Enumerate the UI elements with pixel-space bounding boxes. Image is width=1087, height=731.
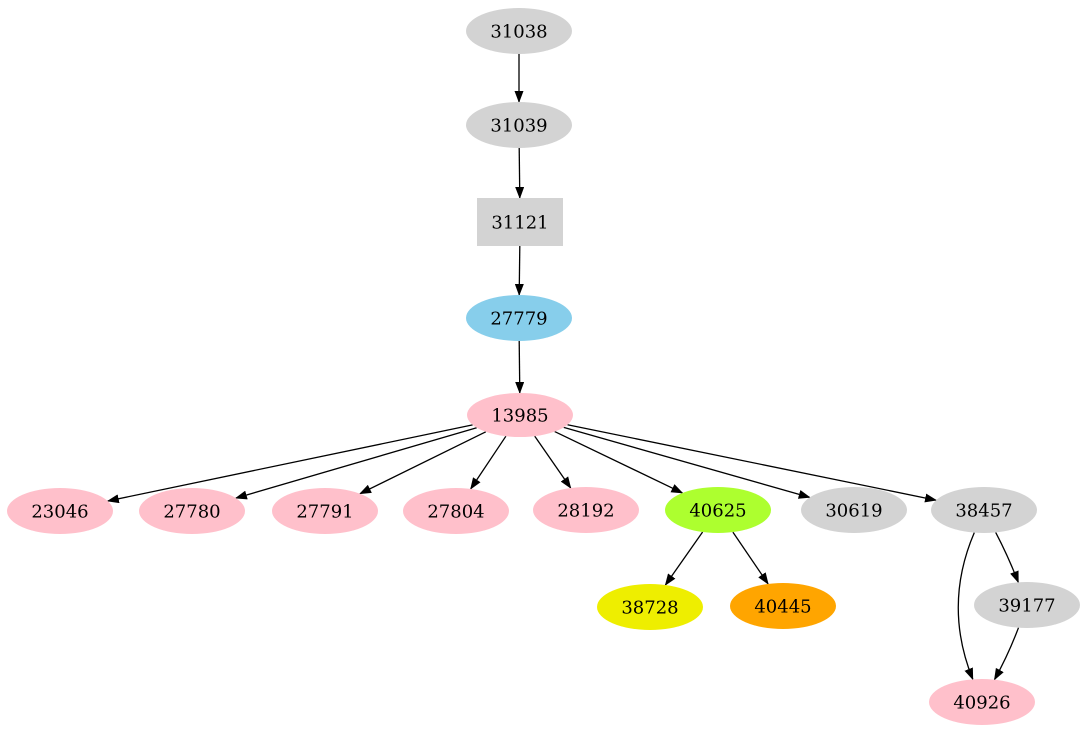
node-40625-label: 40625 [689,501,746,522]
node-28192-shape [533,487,639,533]
edge-13985-28192 [534,435,572,489]
node-31121-label: 31121 [491,213,548,234]
edge-13985-27791 [359,431,487,495]
node-40625-shape [665,487,771,533]
node-30619: 30619 [801,487,907,533]
node-13985-shape [467,393,573,437]
node-38457-shape [931,487,1037,533]
node-31121: 31121 [477,198,563,246]
node-layer: 31038 31039 31121 27779 13985 23046 27780 27791… [7,8,1080,725]
node-30619-shape [801,487,907,533]
node-27791-shape [272,488,378,534]
node-38728: 38728 [597,584,703,630]
node-38728-label: 38728 [621,598,678,619]
node-23046-shape [7,488,113,534]
edge-13985-27780 [234,427,477,500]
edge-40625-40445 [732,531,769,585]
edge-13985-27804 [470,435,507,490]
node-23046: 23046 [7,488,113,534]
edge-39177-40926 [993,627,1020,681]
edge-40625-38728 [664,531,704,586]
node-27791-label: 27791 [296,502,353,523]
node-40926: 40926 [929,679,1035,725]
edge-31121-27779 [514,245,524,296]
node-40445-label: 40445 [754,597,811,618]
node-31038: 31038 [466,8,572,54]
edge-31039-31121 [515,147,525,199]
node-31039-label: 31039 [490,116,547,137]
edge-38457-39177 [995,532,1019,584]
edge-38457-40926 [957,532,975,681]
node-40926-shape [929,679,1035,725]
node-38728-shape [597,584,703,630]
node-23046-label: 23046 [31,502,88,523]
node-13985: 13985 [467,393,573,437]
node-13985-label: 13985 [491,406,548,427]
edge-13985-38457 [567,424,938,503]
node-38457: 38457 [931,487,1037,533]
node-39177: 39177 [974,582,1080,628]
node-39177-label: 39177 [998,596,1055,617]
node-40926-label: 40926 [953,693,1010,714]
node-27780: 27780 [139,488,245,534]
node-31039: 31039 [466,102,572,148]
edge-13985-30619 [563,426,811,499]
node-27779-shape [466,295,572,341]
edge-13985-40625 [554,431,684,494]
node-27804-label: 27804 [427,502,484,523]
node-27780-label: 27780 [163,502,220,523]
node-28192: 28192 [533,487,639,533]
node-31038-shape [466,8,572,54]
node-28192-label: 28192 [557,501,614,522]
node-27780-shape [139,488,245,534]
node-31121-shape [477,198,563,246]
node-40625: 40625 [665,487,771,533]
node-27804-shape [403,488,509,534]
node-40445: 40445 [730,583,836,629]
node-27779-label: 27779 [490,309,547,330]
node-27779: 27779 [466,295,572,341]
edge-27779-13985 [515,340,525,394]
node-40445-shape [730,583,836,629]
edge-13985-23046 [106,424,473,504]
edge-layer [106,54,1020,681]
node-30619-label: 30619 [825,501,882,522]
node-31039-shape [466,102,572,148]
node-38457-label: 38457 [955,501,1012,522]
node-27791: 27791 [272,488,378,534]
node-39177-shape [974,582,1080,628]
node-27804: 27804 [403,488,509,534]
node-31038-label: 31038 [490,22,547,43]
